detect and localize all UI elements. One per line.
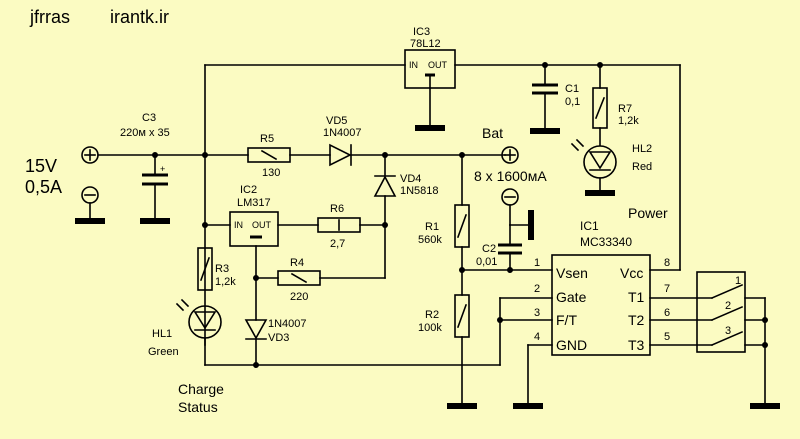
diode-vd4	[373, 154, 397, 279]
ic3-regulator: IN OUT	[404, 49, 456, 131]
svg-text:Vsen: Vsen	[556, 265, 588, 281]
svg-text:7: 7	[664, 283, 670, 295]
r5-value: 130	[262, 167, 280, 179]
dip-switch: 1 2 3	[696, 271, 780, 409]
capacitor-c1	[530, 64, 560, 134]
ic3-ref: IC3	[413, 26, 430, 38]
vd3-part: 1N4007	[268, 318, 307, 330]
ic3-part: 78L12	[410, 38, 441, 50]
plus-terminal-input	[81, 146, 99, 164]
svg-text:+: +	[160, 164, 165, 174]
hl1-color: Green	[148, 346, 179, 358]
diode-vd5	[329, 143, 506, 167]
c3-ref: C3	[142, 112, 156, 124]
svg-text:Vcc: Vcc	[620, 265, 643, 281]
led-hl2	[570, 138, 617, 196]
ic1-part: MC33340	[580, 235, 632, 249]
svg-text:3: 3	[534, 307, 540, 319]
c1-value: 0,1	[565, 96, 580, 108]
ground-symbol	[75, 218, 105, 224]
minus-terminal-input	[81, 186, 99, 204]
resistor-r3	[197, 247, 213, 291]
ic2-regulator: IN OUT	[229, 211, 279, 247]
diode-vd3	[244, 319, 268, 366]
ic1-charger: Vsen Gate F/T GND Vcc T1 T2 T3 1 2 3 4 8…	[534, 254, 670, 356]
vd5-ref: VD5	[326, 115, 347, 127]
svg-text:GND: GND	[556, 337, 587, 353]
resistor-r5	[247, 147, 331, 163]
svg-text:2: 2	[534, 283, 540, 295]
svg-text:IN: IN	[409, 60, 418, 70]
svg-text:5: 5	[664, 331, 670, 343]
r6-value: 2,7	[330, 238, 345, 250]
resistor-r6	[317, 217, 386, 233]
svg-text:OUT: OUT	[252, 220, 272, 230]
svg-text:4: 4	[534, 331, 540, 343]
minus-terminal-battery	[501, 188, 534, 240]
c2-value: 0,01	[476, 256, 497, 268]
battery-label: Bat	[482, 125, 503, 141]
r3-ref: R3	[215, 263, 229, 275]
power-caption: Power	[628, 205, 668, 221]
r4-value: 220	[290, 291, 308, 303]
svg-text:T1: T1	[628, 289, 645, 305]
r7-value: 1,2k	[618, 115, 639, 127]
svg-text:T2: T2	[628, 312, 645, 328]
svg-text:1: 1	[735, 275, 741, 287]
r7-ref: R7	[618, 103, 632, 115]
source-voltage: 15V	[25, 156, 57, 176]
svg-text:F/T: F/T	[556, 312, 577, 328]
r1-ref: R1	[425, 221, 439, 233]
r4-ref: R4	[290, 257, 304, 269]
site-label: irantk.ir	[110, 7, 169, 27]
svg-text:T3: T3	[628, 337, 645, 353]
hl2-ref: HL2	[632, 143, 652, 155]
c2-ref: C2	[482, 243, 496, 255]
svg-text:Gate: Gate	[556, 289, 587, 305]
c3-value: 220м x 35	[120, 127, 170, 139]
svg-text:8: 8	[664, 257, 670, 269]
svg-text:3: 3	[725, 325, 731, 337]
vd5-part: 1N4007	[323, 127, 362, 139]
c1-ref: C1	[565, 83, 579, 95]
hl1-ref: HL1	[152, 328, 172, 340]
r5-ref: R5	[260, 133, 274, 145]
ic2-part: LM317	[237, 197, 271, 209]
vd3-ref: VD3	[268, 332, 289, 344]
svg-text:IN: IN	[234, 220, 243, 230]
r3-value: 1,2k	[215, 276, 236, 288]
svg-text:6: 6	[664, 307, 670, 319]
battery-spec: 8 x 1600мA	[474, 168, 547, 184]
svg-text:1: 1	[534, 257, 540, 269]
r6-ref: R6	[330, 203, 344, 215]
charge-caption-1: Charge	[178, 381, 224, 397]
capacitor-c2	[498, 224, 522, 271]
resistor-r2	[447, 294, 477, 409]
resistor-r7	[592, 64, 608, 146]
charge-caption-2: Status	[178, 399, 218, 415]
hl2-color: Red	[632, 161, 652, 173]
resistor-r1	[454, 154, 470, 296]
vd4-ref: VD4	[400, 173, 421, 185]
ic1-ref: IC1	[580, 219, 599, 233]
svg-text:OUT: OUT	[428, 60, 448, 70]
ic2-ref: IC2	[240, 184, 257, 196]
source-current: 0,5A	[25, 177, 62, 197]
led-hl1	[175, 298, 222, 366]
plus-terminal-battery	[501, 146, 519, 164]
vd4-part: 1N5818	[400, 185, 439, 197]
author-label: jfrras	[29, 7, 70, 27]
r2-ref: R2	[425, 309, 439, 321]
r1-value: 560k	[418, 234, 442, 246]
r2-value: 100k	[418, 322, 442, 334]
capacitor-c3: +	[140, 154, 170, 224]
resistor-r4	[277, 270, 386, 286]
svg-text:2: 2	[725, 300, 731, 312]
